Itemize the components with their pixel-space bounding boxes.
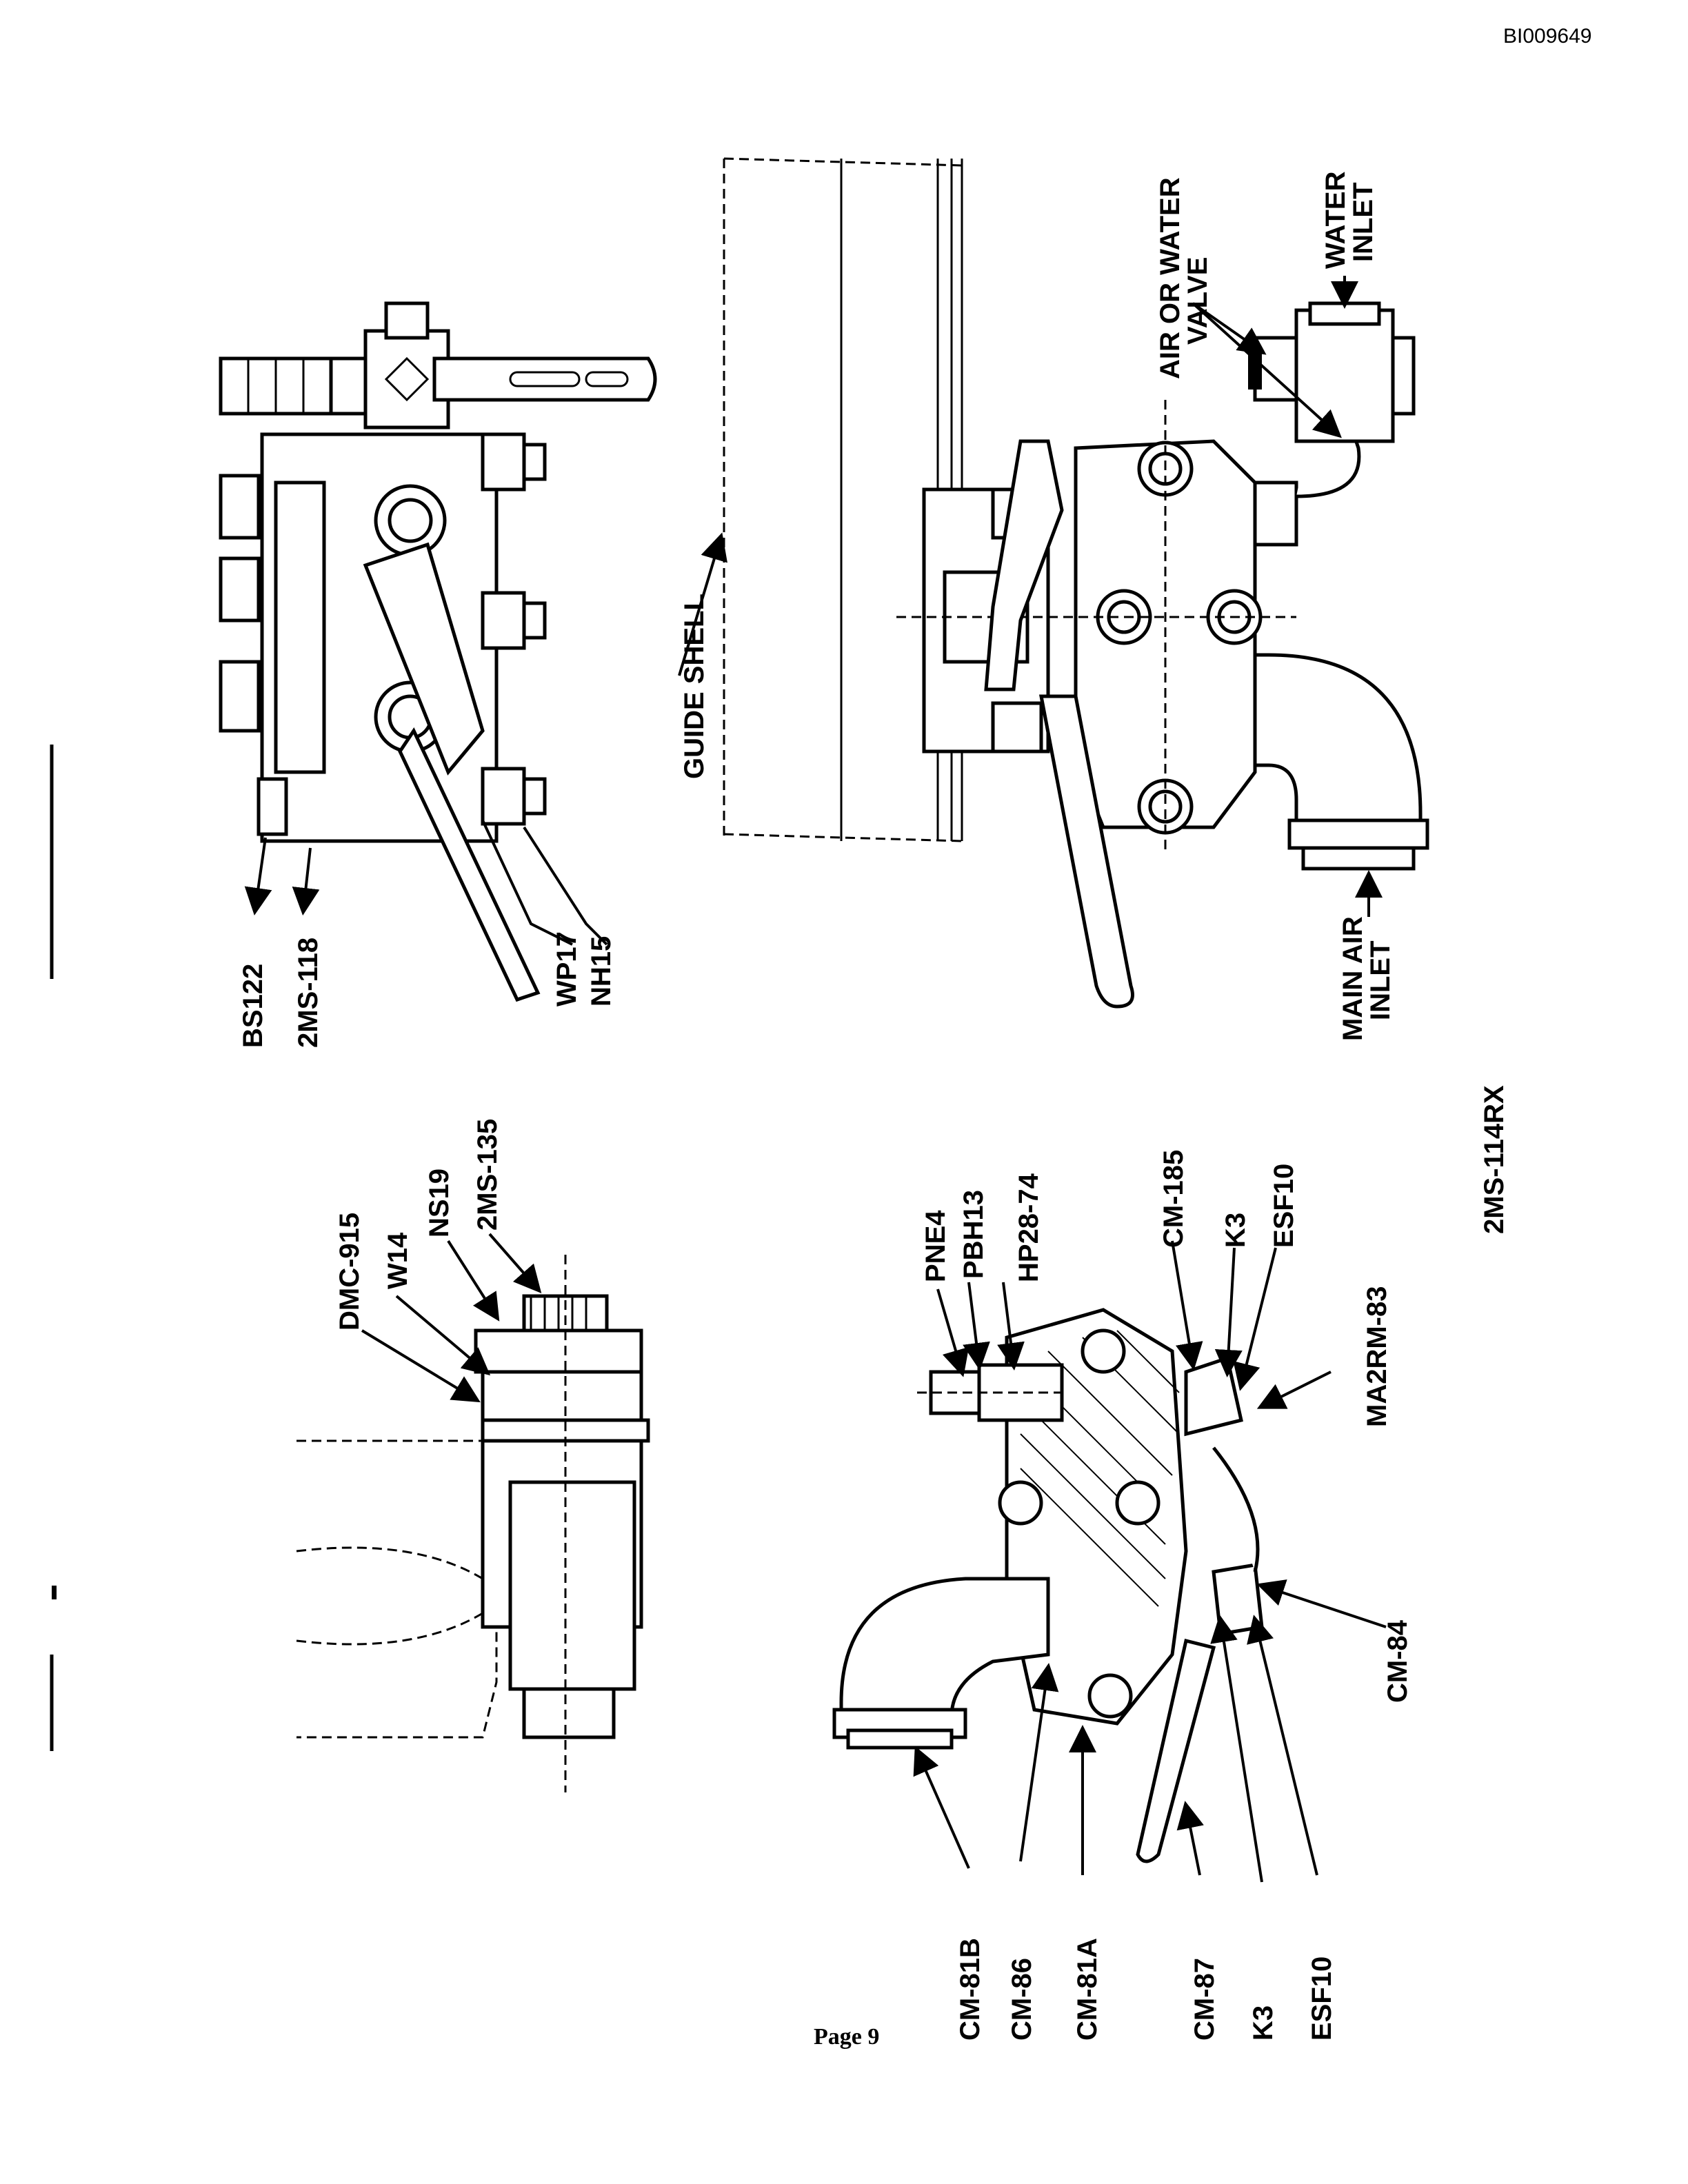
label-guide-shell: GUIDE SHELL — [679, 594, 710, 779]
label-pbh13: PBH13 — [958, 1190, 989, 1279]
label-cm-84: CM-84 — [1383, 1619, 1413, 1703]
document-id: BI009649 — [1503, 25, 1592, 48]
label-hp28-74: HP28-74 — [1014, 1173, 1044, 1282]
bottom-right-labels: GUIDE SHELL AIR OR WATER VALVE WATER INL… — [679, 171, 1396, 1041]
label-ma2rm-83: MA2RM-83 — [1362, 1286, 1392, 1427]
label-cm-81b: CM-81B — [955, 1938, 985, 2041]
label-inlet-water: INLET — [1348, 182, 1378, 262]
label-air-or-water: AIR OR WATER — [1155, 177, 1185, 379]
bottom-left-section-view — [832, 1240, 1387, 1883]
bottom-left-labels: PNE4 PBH13 HP28-74 CM-185 K3 ESF10 MA2RM… — [921, 1150, 1413, 2041]
top-right-assembly-view — [219, 301, 657, 1002]
label-esf10-bottom: ESF10 — [1307, 1957, 1337, 2041]
label-bs122: BS122 — [238, 964, 268, 1048]
model-label: 2MS-114RX — [1479, 1085, 1509, 1234]
label-w14: W14 — [383, 1232, 413, 1289]
label-nh15: NH15 — [586, 936, 616, 1007]
label-2ms-118: 2MS-118 — [293, 938, 323, 1048]
top-left-assembly-view — [296, 1233, 650, 1792]
label-cm-185: CM-185 — [1158, 1150, 1189, 1248]
label-cm-87: CM-87 — [1189, 1958, 1220, 2041]
top-right-labels: BS122 2MS-118 WP17 NH15 — [238, 931, 616, 1048]
page-number: Page 9 — [814, 2024, 880, 2050]
label-esf10-top: ESF10 — [1269, 1164, 1299, 1248]
label-2ms-135: 2MS-135 — [472, 1119, 503, 1231]
label-k3-bottom: K3 — [1248, 2005, 1278, 2041]
label-cm-86: CM-86 — [1007, 1958, 1037, 2041]
label-k3-top: K3 — [1220, 1213, 1251, 1248]
label-ns19: NS19 — [424, 1169, 454, 1237]
label-main-air: MAIN AIR — [1338, 916, 1368, 1041]
label-valve: VALVE — [1183, 257, 1213, 345]
margin-marks — [50, 745, 57, 1751]
label-water: WATER — [1320, 171, 1351, 269]
label-cm-81a: CM-81A — [1072, 1938, 1103, 2041]
label-wp17: WP17 — [552, 931, 582, 1007]
label-pne4: PNE4 — [921, 1210, 951, 1282]
top-left-labels: DMC-915 W14 NS19 2MS-135 — [334, 1119, 503, 1331]
label-inlet-main: INLET — [1365, 940, 1396, 1020]
label-dmc-915: DMC-915 — [334, 1213, 365, 1331]
bottom-right-assembly-view — [678, 157, 1429, 1009]
